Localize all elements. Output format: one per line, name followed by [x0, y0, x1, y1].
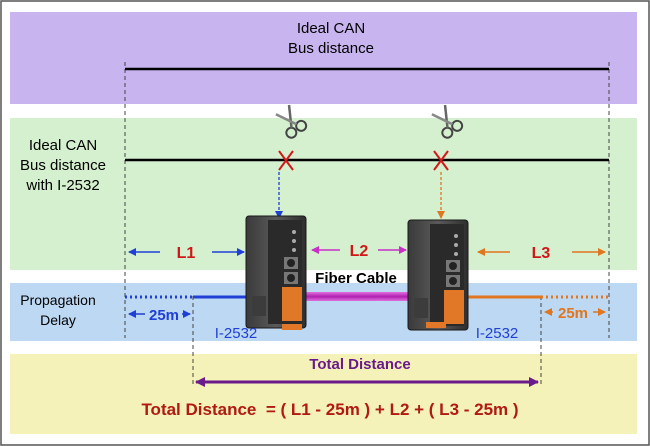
- propagation-band: [10, 283, 637, 341]
- total-distance-label: Total Distance: [309, 356, 410, 373]
- i2532-device-left: [245, 215, 307, 330]
- middle-band-line1: Ideal CAN: [29, 137, 97, 154]
- propagation-line1: Propagation: [20, 292, 96, 308]
- fiber-cable-label: Fiber Cable: [315, 270, 397, 287]
- cut-mark-left: [278, 150, 294, 171]
- device-left-label: I-2532: [215, 325, 258, 342]
- scissors-icon: [275, 104, 308, 139]
- top-band-line1: Ideal CAN: [297, 20, 365, 37]
- ideal-bus-band: [10, 12, 637, 104]
- cut-mark-right: [433, 150, 449, 171]
- middle-band-line2: Bus distance: [20, 157, 106, 174]
- delay-right-label: 25m: [558, 305, 588, 322]
- middle-band-line3: with I-2532: [25, 177, 99, 194]
- total-distance-band: [10, 354, 637, 434]
- total-distance-formula: Total Distance = ( L1 - 25m ) + L2 + ( L…: [141, 400, 518, 419]
- segment-l3-label: L3: [532, 245, 551, 262]
- i2532-bus-band: [10, 118, 637, 270]
- segment-l2-label: L2: [350, 243, 369, 260]
- top-band-line2: Bus distance: [288, 40, 374, 57]
- segment-l1-label: L1: [177, 245, 196, 262]
- propagation-line2: Delay: [40, 312, 76, 328]
- delay-left-label: 25m: [149, 307, 179, 324]
- scissors-icon: [431, 104, 464, 139]
- fiber-cable: [300, 292, 415, 301]
- i2532-device-right: [407, 219, 469, 331]
- device-right-label: I-2532: [476, 325, 519, 342]
